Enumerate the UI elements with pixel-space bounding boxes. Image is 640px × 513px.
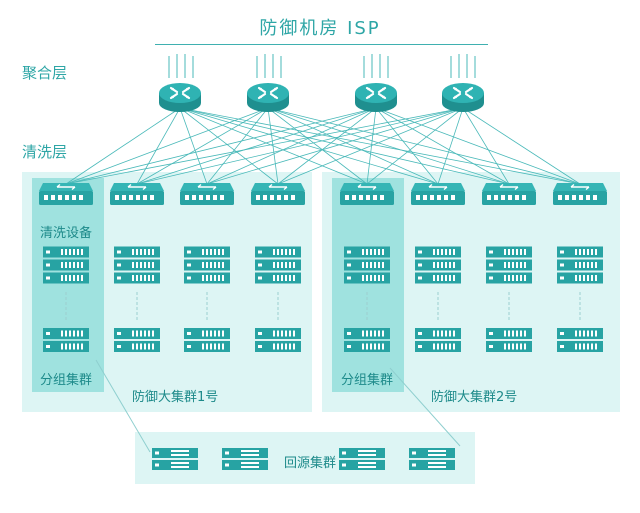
switch-4 [250, 182, 306, 206]
switch-8 [552, 182, 608, 206]
server-bottom-1 [43, 328, 89, 352]
mesh-link [267, 107, 581, 185]
mesh-link [366, 107, 464, 185]
mesh-link [136, 107, 269, 185]
server-top-8 [557, 247, 603, 284]
mesh-link [136, 107, 377, 185]
mesh-link [65, 107, 181, 185]
mesh-link [136, 107, 181, 185]
return-server-1 [152, 448, 198, 470]
return-server-3 [339, 448, 385, 470]
cluster-1-group-label: 分组集群 [40, 373, 93, 388]
switch-5 [339, 182, 395, 206]
mesh-link [179, 107, 368, 185]
mesh-link [65, 107, 464, 185]
switch-7 [481, 182, 537, 206]
mesh-link [206, 107, 269, 185]
mesh-link [206, 107, 377, 185]
switch-3 [179, 182, 235, 206]
mesh-link [179, 107, 581, 185]
return-server-2 [222, 448, 268, 470]
mesh-link [437, 107, 464, 185]
mesh-link [206, 107, 464, 185]
switch-1 [38, 182, 94, 206]
server-bottom-7 [486, 328, 532, 352]
mesh-link [267, 107, 279, 185]
return-server-4 [409, 448, 455, 470]
router-4 [440, 81, 486, 114]
server-top-6 [415, 247, 461, 284]
cluster-1-name: 防御大集群1号 [132, 390, 219, 405]
mesh-link [65, 107, 377, 185]
mesh-link [179, 107, 279, 185]
title-rule [155, 44, 488, 45]
aggregation-layer-label: 聚合层 [22, 64, 68, 82]
return-cluster-label: 回源集群 [284, 456, 337, 471]
mesh-link [267, 107, 368, 185]
switch-2 [109, 182, 165, 206]
server-top-5 [344, 247, 390, 284]
mesh-link [267, 107, 510, 185]
mesh-link [277, 107, 377, 185]
mesh-link [179, 107, 208, 185]
group-links [65, 292, 581, 320]
router-2 [245, 81, 291, 114]
server-bottom-6 [415, 328, 461, 352]
mesh-link [65, 107, 269, 185]
server-bottom-5 [344, 328, 390, 352]
cluster-2-group-highlight [332, 178, 404, 392]
server-top-4 [255, 247, 301, 284]
mesh-link [267, 107, 439, 185]
server-bottom-4 [255, 328, 301, 352]
isp-uplinks [168, 54, 476, 78]
switch-6 [410, 182, 466, 206]
server-top-7 [486, 247, 532, 284]
server-top-1 [43, 247, 89, 284]
mesh-link [136, 107, 464, 185]
mesh-links [65, 107, 581, 185]
cluster-1-group-highlight [32, 178, 104, 392]
cluster-2-name: 防御大集群2号 [431, 390, 518, 405]
router-3 [353, 81, 399, 114]
scrubbing-device-label: 清洗设备 [40, 226, 93, 241]
return-links [95, 359, 461, 453]
cluster-2-group-label: 分组集群 [341, 373, 394, 388]
server-bottom-8 [557, 328, 603, 352]
diagram-title: 防御机房 ISP [259, 18, 381, 39]
mesh-link [375, 107, 510, 185]
mesh-link [375, 107, 439, 185]
mesh-link [277, 107, 464, 185]
mesh-link [462, 107, 581, 185]
mesh-link [179, 107, 439, 185]
server-top-3 [184, 247, 230, 284]
server-bottom-3 [184, 328, 230, 352]
scrubbing-layer-label: 清洗层 [22, 143, 68, 161]
server-bottom-2 [114, 328, 160, 352]
server-top-2 [114, 247, 160, 284]
mesh-link [462, 107, 510, 185]
router-1 [157, 81, 203, 114]
